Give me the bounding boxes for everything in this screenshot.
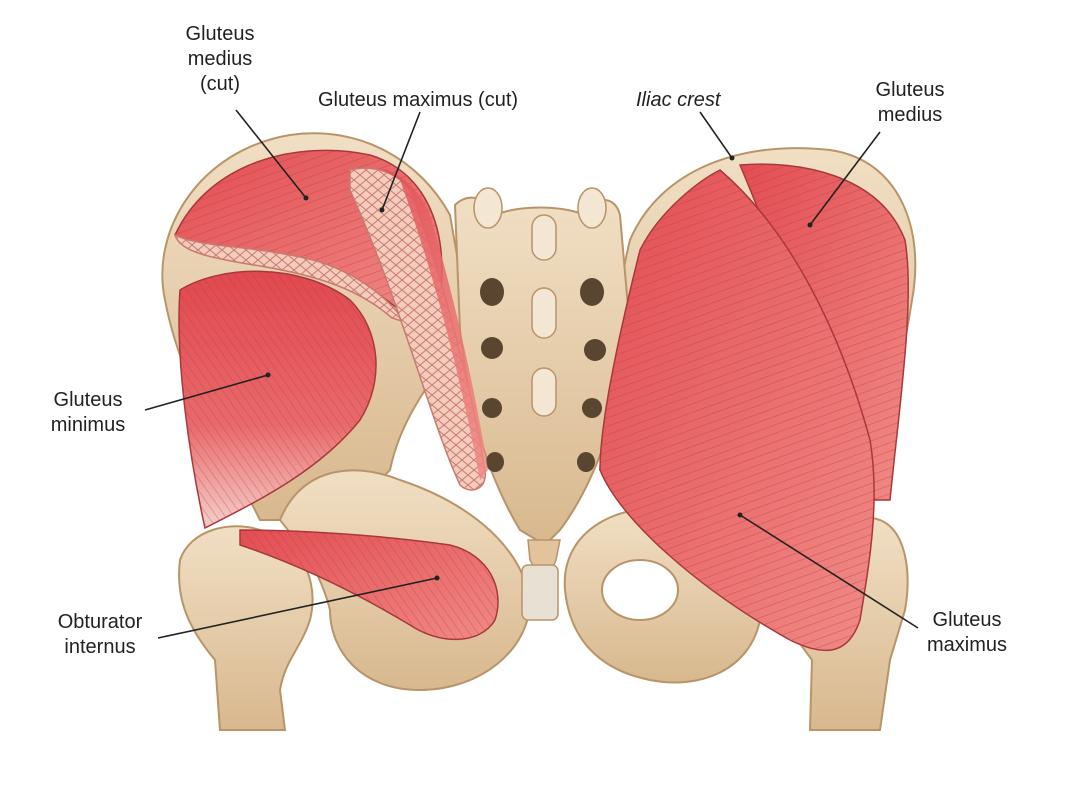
- median-sacral-crest: [473, 187, 607, 417]
- label-iliac-crest: Iliac crest: [636, 89, 721, 111]
- label-gluteus-medius: Gluteus medius: [860, 78, 960, 128]
- leader-dots: [265, 155, 813, 581]
- leader-gluteus-medius-cut: [235, 109, 307, 199]
- label-obturator-internus-line2: internus: [64, 636, 136, 658]
- label-gluteus-medius-line2: medius: [877, 104, 943, 126]
- leader-lines: [144, 109, 919, 639]
- label-gluteus-medius-cut: Gluteus medius (cut): [170, 22, 270, 97]
- leader-gluteus-medius: [809, 131, 881, 226]
- left-femur: [178, 525, 314, 731]
- label-gluteus-medius-cut-line2: medius: [187, 48, 253, 70]
- label-gluteus-maximus-line2: maximus: [926, 634, 1007, 656]
- leader-gluteus-maximus-cut: [381, 111, 421, 211]
- label-gluteus-minimus-line1: Gluteus: [53, 389, 123, 411]
- label-gluteus-medius-cut-line3: (cut): [200, 73, 240, 95]
- label-gluteus-maximus-cut: Gluteus maximus (cut): [318, 89, 519, 111]
- pubic-symphysis: [521, 564, 559, 621]
- leader-iliac-crest: [699, 111, 733, 159]
- label-gluteus-minimus: Gluteus minimus: [38, 388, 138, 438]
- muscles: [173, 149, 910, 651]
- label-gluteus-minimus-line2: minimus: [50, 414, 126, 436]
- obturator-foramen-right: [601, 559, 679, 621]
- leader-gluteus-maximus: [739, 514, 919, 629]
- label-gluteus-maximus-line1: Gluteus: [932, 609, 1002, 631]
- sacral-foramina: [480, 278, 606, 472]
- leader-obturator-internus: [157, 577, 438, 639]
- label-gluteus-maximus: Gluteus maximus: [912, 608, 1022, 658]
- label-gluteus-medius-line1: Gluteus: [875, 79, 945, 101]
- label-obturator-internus-line1: Obturator: [57, 611, 143, 633]
- label-gluteus-medius-cut-line1: Gluteus: [185, 23, 255, 45]
- label-obturator-internus: Obturator internus: [40, 610, 160, 660]
- leader-gluteus-minimus: [144, 374, 269, 411]
